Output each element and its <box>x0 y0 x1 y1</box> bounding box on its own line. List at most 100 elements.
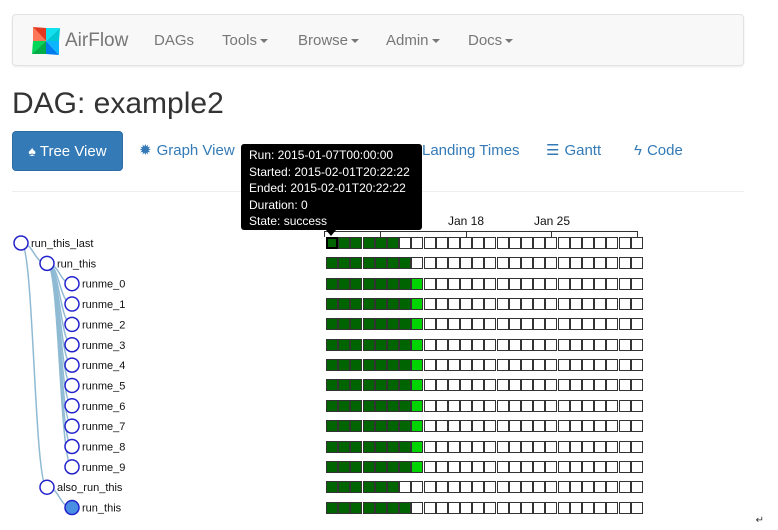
task-instance-square[interactable] <box>569 441 582 453</box>
task-label[interactable]: runme_7 <box>82 421 125 433</box>
task-instance-square[interactable] <box>545 481 558 493</box>
task-instance-square[interactable] <box>557 298 570 310</box>
task-instance-square[interactable] <box>581 441 594 453</box>
task-instance-square[interactable] <box>326 400 338 412</box>
task-instance-square[interactable] <box>618 359 631 371</box>
task-instance-square[interactable] <box>606 278 619 290</box>
task-instance-square[interactable] <box>484 502 497 514</box>
tree-node-runme-3[interactable] <box>64 337 80 353</box>
tree-node-run-this[interactable] <box>39 255 55 272</box>
task-instance-square[interactable] <box>594 441 607 453</box>
task-instance-square[interactable] <box>557 441 570 453</box>
task-instance-square[interactable] <box>472 481 485 493</box>
task-instance-square[interactable] <box>496 400 509 412</box>
task-instance-square[interactable] <box>435 257 448 269</box>
task-instance-square[interactable] <box>338 461 351 473</box>
task-instance-square[interactable] <box>399 379 412 391</box>
task-instance-square[interactable] <box>569 318 582 330</box>
task-instance-square[interactable] <box>630 379 643 391</box>
task-instance-square[interactable] <box>362 379 375 391</box>
task-instance-square[interactable] <box>399 298 412 310</box>
task-instance-square[interactable] <box>338 441 351 453</box>
task-instance-square[interactable] <box>338 278 351 290</box>
task-instance-square[interactable] <box>630 400 643 412</box>
task-instance-square[interactable] <box>338 237 351 249</box>
task-instance-square[interactable] <box>447 502 460 514</box>
task-instance-square[interactable] <box>374 278 387 290</box>
task-instance-square[interactable] <box>460 502 473 514</box>
task-instance-square[interactable] <box>386 339 399 351</box>
task-instance-square[interactable] <box>630 318 643 330</box>
task-instance-square[interactable] <box>618 298 631 310</box>
task-instance-square[interactable] <box>411 379 424 391</box>
task-instance-square[interactable] <box>350 379 363 391</box>
task-instance-square[interactable] <box>569 502 582 514</box>
task-instance-square[interactable] <box>521 278 533 290</box>
task-instance-square[interactable] <box>460 461 473 473</box>
task-instance-square[interactable] <box>569 298 582 310</box>
task-instance-square[interactable] <box>533 339 546 351</box>
task-instance-square[interactable] <box>423 400 436 412</box>
task-instance-square[interactable] <box>557 420 570 432</box>
task-instance-square[interactable] <box>423 379 436 391</box>
tree-node-runme-4[interactable] <box>64 357 80 373</box>
task-instance-square[interactable] <box>350 257 363 269</box>
task-instance-square[interactable] <box>545 278 558 290</box>
task-instance-square[interactable] <box>521 359 533 371</box>
task-instance-square[interactable] <box>399 339 412 351</box>
task-instance-square[interactable] <box>496 379 509 391</box>
task-instance-square[interactable] <box>472 379 485 391</box>
task-instance-square[interactable] <box>557 481 570 493</box>
task-instance-square[interactable] <box>508 379 521 391</box>
task-instance-square[interactable] <box>484 298 497 310</box>
task-instance-square[interactable] <box>557 379 570 391</box>
task-instance-square[interactable] <box>435 441 448 453</box>
task-instance-square[interactable] <box>460 441 473 453</box>
task-instance-square[interactable] <box>496 441 509 453</box>
task-instance-square[interactable] <box>350 359 363 371</box>
task-instance-square[interactable] <box>521 461 533 473</box>
task-instance-square[interactable] <box>435 400 448 412</box>
task-instance-square[interactable] <box>508 298 521 310</box>
task-instance-square[interactable] <box>606 257 619 269</box>
task-instance-square[interactable] <box>326 461 338 473</box>
task-instance-square[interactable] <box>533 481 546 493</box>
task-instance-square[interactable] <box>581 420 594 432</box>
task-instance-square[interactable] <box>533 400 546 412</box>
task-instance-square[interactable] <box>606 318 619 330</box>
task-instance-square[interactable] <box>472 237 485 249</box>
task-instance-square[interactable] <box>326 359 338 371</box>
task-instance-square[interactable] <box>630 359 643 371</box>
task-instance-square[interactable] <box>630 481 643 493</box>
task-instance-square[interactable] <box>618 461 631 473</box>
task-instance-square[interactable] <box>374 481 387 493</box>
task-instance-square[interactable] <box>472 359 485 371</box>
task-instance-square[interactable] <box>472 278 485 290</box>
task-instance-square[interactable] <box>569 257 582 269</box>
task-instance-square[interactable] <box>484 359 497 371</box>
task-instance-square[interactable] <box>594 420 607 432</box>
task-instance-square[interactable] <box>362 359 375 371</box>
task-instance-square[interactable] <box>496 461 509 473</box>
task-instance-square[interactable] <box>399 278 412 290</box>
task-instance-square[interactable] <box>581 278 594 290</box>
task-label[interactable]: run_this_last <box>31 238 93 250</box>
task-instance-square[interactable] <box>496 339 509 351</box>
task-instance-square[interactable] <box>338 502 351 514</box>
task-instance-square[interactable] <box>630 278 643 290</box>
task-instance-square[interactable] <box>484 420 497 432</box>
task-instance-square[interactable] <box>338 379 351 391</box>
task-instance-square[interactable] <box>606 461 619 473</box>
task-instance-square[interactable] <box>533 237 546 249</box>
task-instance-square[interactable] <box>618 481 631 493</box>
task-instance-square[interactable] <box>386 379 399 391</box>
task-instance-square[interactable] <box>545 502 558 514</box>
task-instance-square[interactable] <box>521 420 533 432</box>
task-instance-square[interactable] <box>533 257 546 269</box>
task-instance-square[interactable] <box>423 441 436 453</box>
task-instance-square[interactable] <box>411 461 424 473</box>
task-instance-square[interactable] <box>460 481 473 493</box>
task-label[interactable]: run_this <box>57 258 97 270</box>
task-instance-square[interactable] <box>374 502 387 514</box>
